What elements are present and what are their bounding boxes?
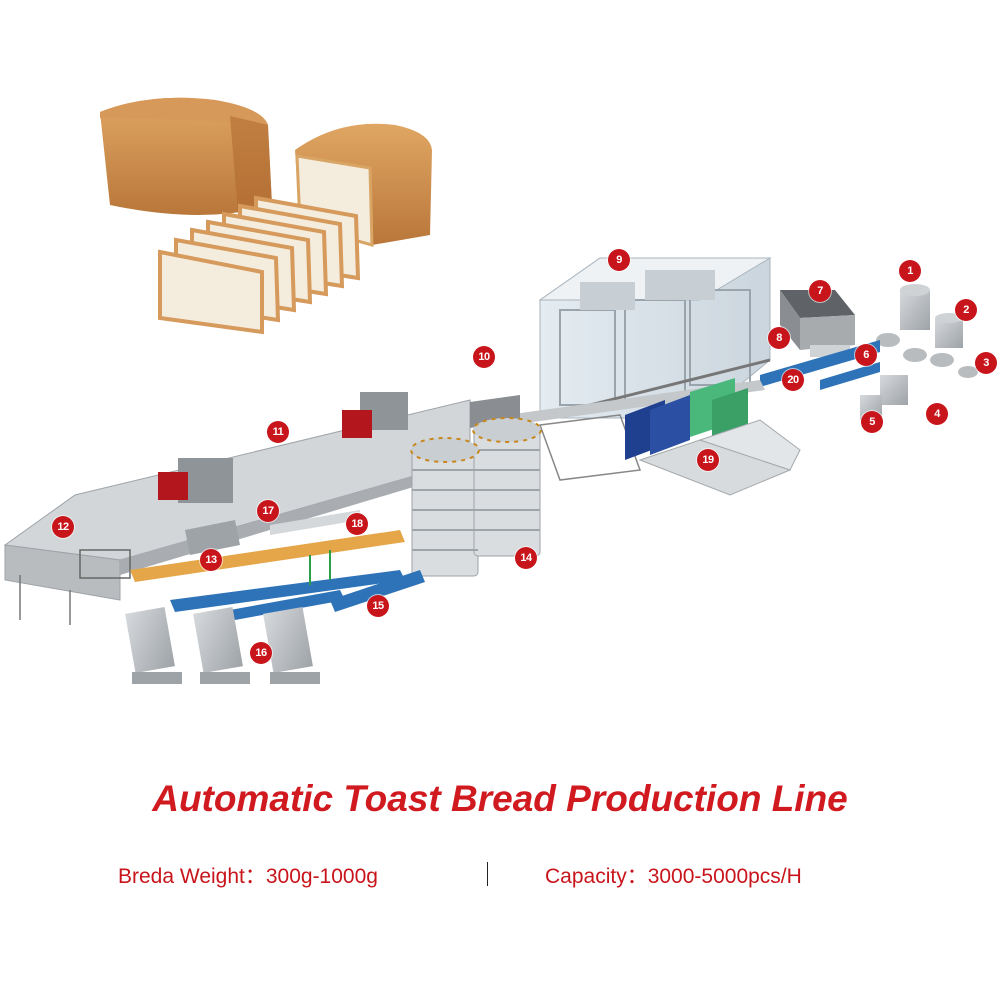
spiral-coolers — [410, 417, 542, 577]
label-badge-10: 10 — [473, 346, 495, 368]
label-badge-13: 13 — [200, 549, 222, 571]
label-badge-2: 2 — [955, 299, 977, 321]
spec-divider — [487, 862, 488, 886]
label-badge-9: 9 — [608, 249, 630, 271]
label-badge-18: 18 — [346, 513, 368, 535]
label-badge-6: 6 — [855, 344, 877, 366]
whole-loaf — [100, 97, 272, 215]
label-badge-5: 5 — [861, 411, 883, 433]
label-badge-3: 3 — [975, 352, 997, 374]
label-badge-1: 1 — [899, 260, 921, 282]
label-badge-12: 12 — [52, 516, 74, 538]
spec-bread-weight: Breda Weight：300g-1000g — [118, 865, 378, 888]
label-badge-14: 14 — [515, 547, 537, 569]
diagram-title: Automatic Toast Bread Production Line — [152, 778, 848, 819]
label-badge-19: 19 — [697, 449, 719, 471]
bread-slices — [158, 195, 361, 335]
label-badge-17: 17 — [257, 500, 279, 522]
label-badge-8: 8 — [768, 327, 790, 349]
label-badge-15: 15 — [367, 595, 389, 617]
label-badge-20: 20 — [782, 369, 804, 391]
label-badge-11: 11 — [267, 421, 289, 443]
spec-line: Breda Weight：300g-1000g Capacity：3000-50… — [0, 860, 1000, 890]
label-badge-4: 4 — [926, 403, 948, 425]
label-badge-16: 16 — [250, 642, 272, 664]
toast-bread-image — [100, 97, 432, 335]
spec-capacity: Capacity：3000-5000pcs/H — [545, 865, 802, 888]
label-badge-7: 7 — [809, 280, 831, 302]
slicing-conveyors — [19, 510, 425, 684]
proofer-machine — [529, 257, 772, 422]
tunnel-oven — [3, 392, 520, 601]
